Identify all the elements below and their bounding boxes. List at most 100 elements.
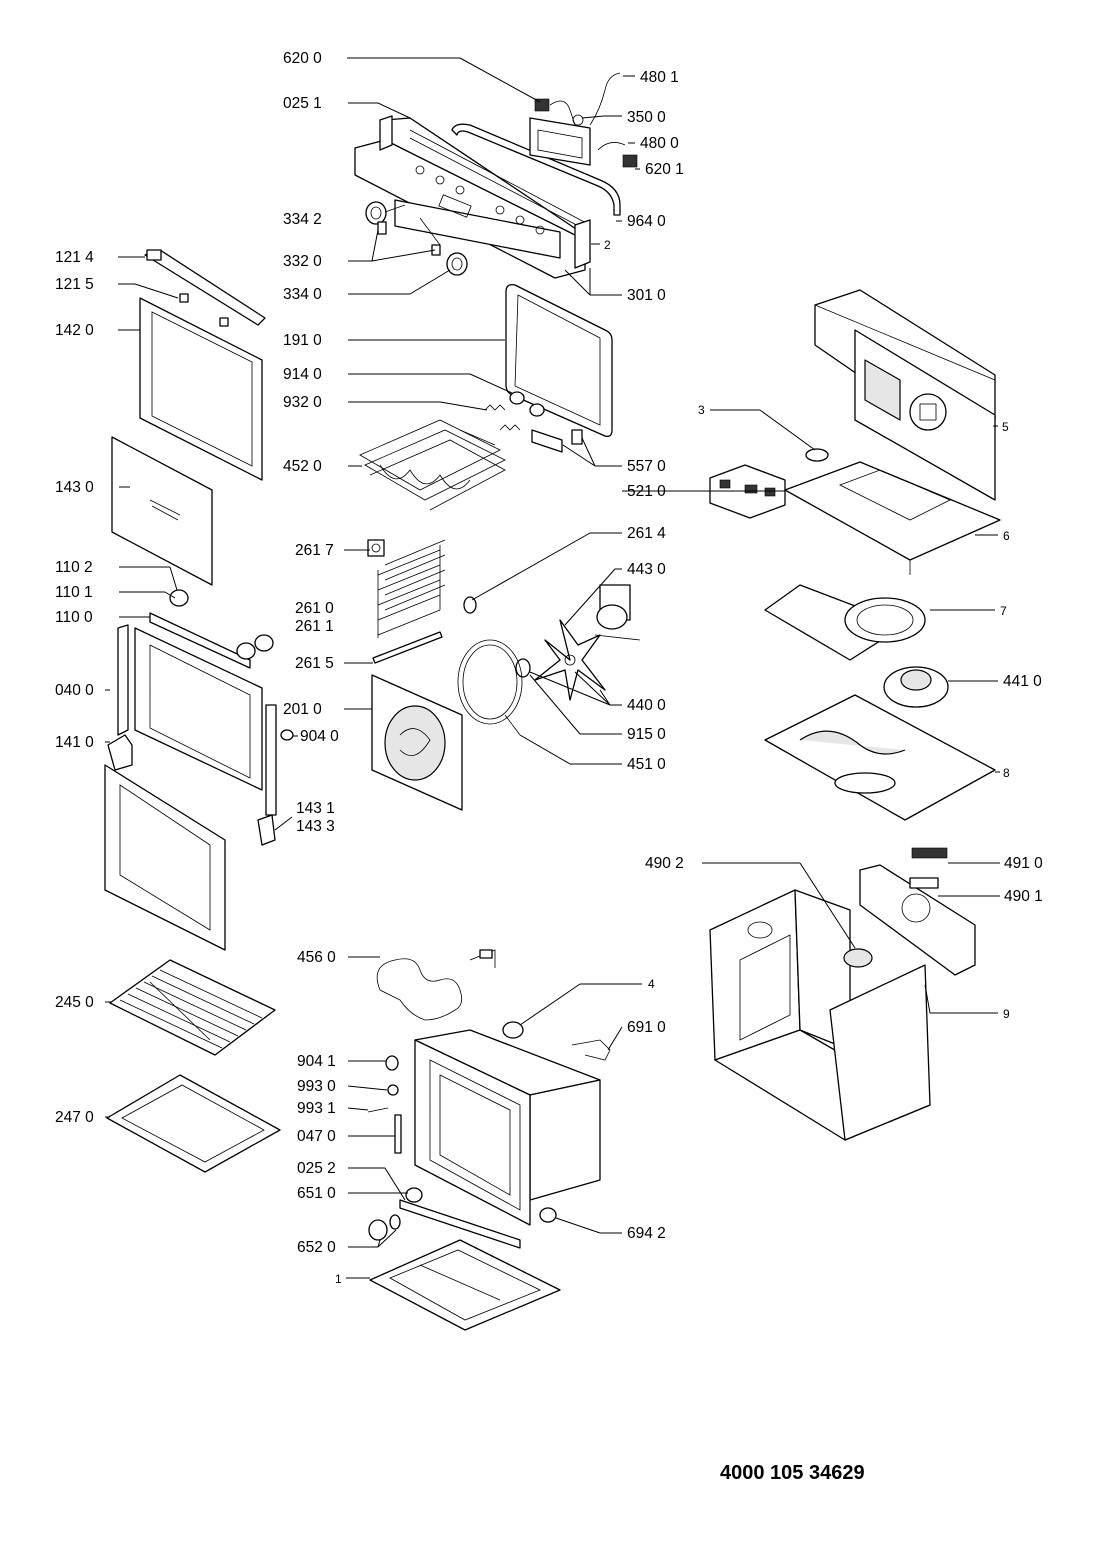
label-247-0: 247 0 (55, 1109, 94, 1126)
rear-panel-part (859, 847, 976, 976)
label-964-0: 964 0 (627, 213, 666, 230)
display-board-part (529, 72, 638, 168)
label-110-1: 110 1 (55, 584, 93, 601)
label-440-0: 440 0 (627, 697, 666, 714)
label-201-0: 201 0 (283, 701, 322, 718)
label-025-2: 025 2 (297, 1160, 336, 1177)
label-1: 1 (335, 1272, 342, 1286)
control-panel-part (354, 115, 591, 279)
label-993-0: 993 0 (297, 1078, 336, 1095)
fan-blade-part (534, 619, 606, 701)
fan-nut-part (463, 596, 477, 614)
door-glass-inner-part (139, 297, 263, 481)
part-labels: 620 0 480 1 025 1 350 0 480 0 620 1 334 … (55, 50, 1043, 1286)
label-490-2: 490 2 (645, 855, 684, 872)
label-652-0: 652 0 (297, 1239, 336, 1256)
label-480-0: 480 0 (640, 135, 679, 152)
label-491-0: 491 0 (1004, 855, 1043, 872)
label-047-0: 047 0 (297, 1128, 336, 1145)
label-651-0: 651 0 (297, 1185, 336, 1202)
label-490-1: 490 1 (1004, 888, 1043, 905)
outer-door-part (107, 624, 294, 846)
label-456-0: 456 0 (297, 949, 336, 966)
main-casing-part (709, 889, 931, 1141)
label-8: 8 (1003, 766, 1010, 780)
lamp-parts (367, 1039, 611, 1249)
label-191-0: 191 0 (283, 332, 322, 349)
washer-part (515, 658, 531, 678)
label-451-0: 451 0 (627, 756, 666, 773)
side-rack-part (367, 539, 446, 664)
label-691-0: 691 0 (627, 1019, 666, 1036)
label-301-0: 301 0 (627, 287, 666, 304)
label-620-1: 620 1 (645, 161, 684, 178)
label-932-0: 932 0 (283, 394, 322, 411)
sensor-part (805, 448, 829, 462)
front-profile-part (451, 123, 621, 216)
label-694-2: 694 2 (627, 1225, 666, 1242)
label-2: 2 (604, 238, 611, 252)
bottom-plate-part (369, 1239, 561, 1331)
oven-gasket-part (505, 284, 613, 438)
lower-element-part (376, 949, 496, 1021)
fan-motor-part (594, 584, 641, 641)
label-5: 5 (1002, 420, 1009, 434)
label-9: 9 (1003, 1007, 1010, 1021)
label-334-2: 334 2 (283, 211, 322, 228)
label-4: 4 (648, 977, 655, 991)
label-904-0: 904 0 (300, 728, 339, 745)
back-panel-part (371, 674, 463, 811)
label-143-1: 143 1 (296, 800, 335, 817)
fan-cover-part (764, 584, 926, 661)
label-521-0: 521 0 (627, 483, 666, 500)
label-6: 6 (1003, 529, 1010, 543)
label-443-0: 443 0 (627, 561, 666, 578)
oven-cavity-part (414, 1029, 601, 1226)
label-332-0: 332 0 (283, 253, 322, 270)
insulation-plate-part (764, 694, 996, 821)
label-620-0: 620 0 (283, 50, 322, 67)
label-261-0: 261 0 (295, 600, 334, 617)
cover-plate-part (784, 461, 1001, 575)
door-glass-part (111, 436, 213, 586)
label-993-1: 993 1 (297, 1100, 336, 1117)
label-143-3: 143 3 (296, 818, 335, 835)
label-261-5: 261 5 (295, 655, 334, 672)
cooling-fan-part (883, 666, 949, 708)
label-7: 7 (1000, 604, 1007, 618)
label-143-0: 143 0 (55, 479, 94, 496)
label-441-0: 441 0 (1003, 673, 1042, 690)
label-452-0: 452 0 (283, 458, 322, 475)
label-121-4: 121 4 (55, 249, 94, 266)
label-915-0: 915 0 (627, 726, 666, 743)
label-261-4: 261 4 (627, 525, 666, 542)
door-top-profile-part (144, 249, 266, 327)
label-334-0: 334 0 (283, 286, 322, 303)
label-025-1: 025 1 (283, 95, 322, 112)
label-3: 3 (698, 403, 705, 417)
label-121-5: 121 5 (55, 276, 94, 293)
label-040-0: 040 0 (55, 682, 94, 699)
grill-element-part (359, 419, 506, 511)
cap-part (502, 1021, 524, 1039)
thermostat-part (531, 429, 583, 453)
disc-parts (149, 589, 274, 669)
top-casing-part (814, 289, 996, 501)
label-261-7: 261 7 (295, 542, 334, 559)
label-110-0: 110 0 (55, 609, 93, 626)
document-number: 4000 105 34629 (720, 1462, 865, 1484)
baking-tray-part (106, 1074, 281, 1173)
label-557-0: 557 0 (627, 458, 666, 475)
label-110-2: 110 2 (55, 559, 93, 576)
leader-lines (105, 57, 1000, 1279)
circular-element-part (457, 639, 523, 736)
label-261-1: 261 1 (295, 618, 334, 635)
label-141-0: 141 0 (55, 734, 94, 751)
label-142-0: 142 0 (55, 322, 94, 339)
label-904-1: 904 1 (297, 1053, 336, 1070)
knob-parts (365, 201, 468, 276)
oven-rack-part (109, 959, 276, 1056)
spring-parts (484, 391, 545, 431)
label-480-1: 480 1 (640, 69, 679, 86)
